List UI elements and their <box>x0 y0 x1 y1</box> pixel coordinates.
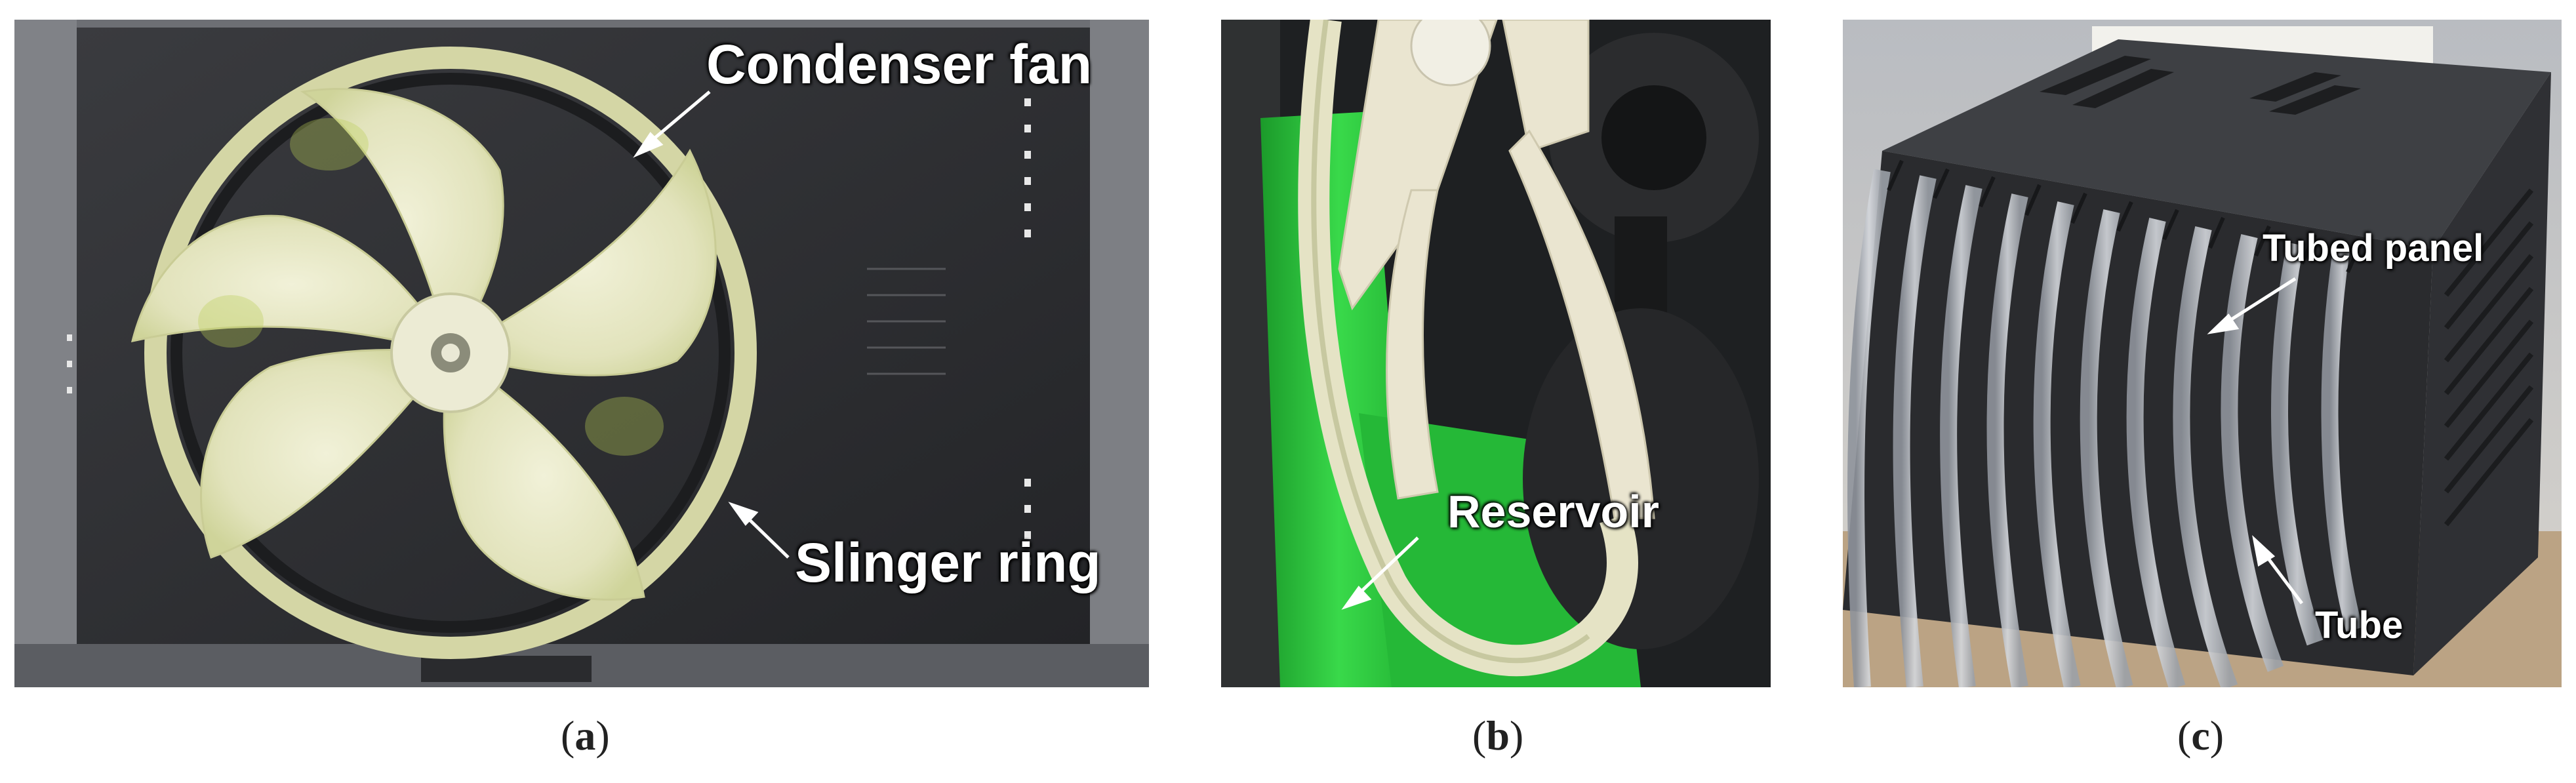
caption-letter-b: b <box>1486 712 1510 759</box>
caption-c: (c) <box>2177 712 2224 759</box>
caption-a: (a) <box>561 712 610 759</box>
photo-panel-a: Condenser fan Slinger ring <box>14 20 1149 687</box>
caption-letter-a: a <box>574 712 596 759</box>
label-slinger-ring: Slinger ring <box>795 532 1101 593</box>
arrow-tubed-panel <box>2222 277 2297 327</box>
caption-b: (b) <box>1472 712 1524 759</box>
arrow-condenser-fan <box>646 90 711 146</box>
label-condenser-fan: Condenser fan <box>706 33 1093 95</box>
fan-blades <box>131 88 717 601</box>
label-tube: Tube <box>2315 604 2404 647</box>
tubed-panel-photo <box>1843 20 2562 687</box>
arrow-reservoir <box>1354 536 1419 598</box>
reservoir-photo <box>1221 20 1771 687</box>
photo-panel-c: Tubed panel Tube <box>1843 20 2562 687</box>
label-reservoir: Reservoir <box>1447 486 1659 537</box>
slinger-ring <box>144 47 757 659</box>
photo-panel-b: Reservoir <box>1221 20 1771 687</box>
tubes <box>1847 169 2363 687</box>
caption-letter-c: c <box>2191 712 2210 759</box>
condenser-fan-photo <box>14 20 1149 687</box>
fan-blades-closeup <box>1338 20 1655 519</box>
label-tubed-panel: Tubed panel <box>2263 227 2484 270</box>
